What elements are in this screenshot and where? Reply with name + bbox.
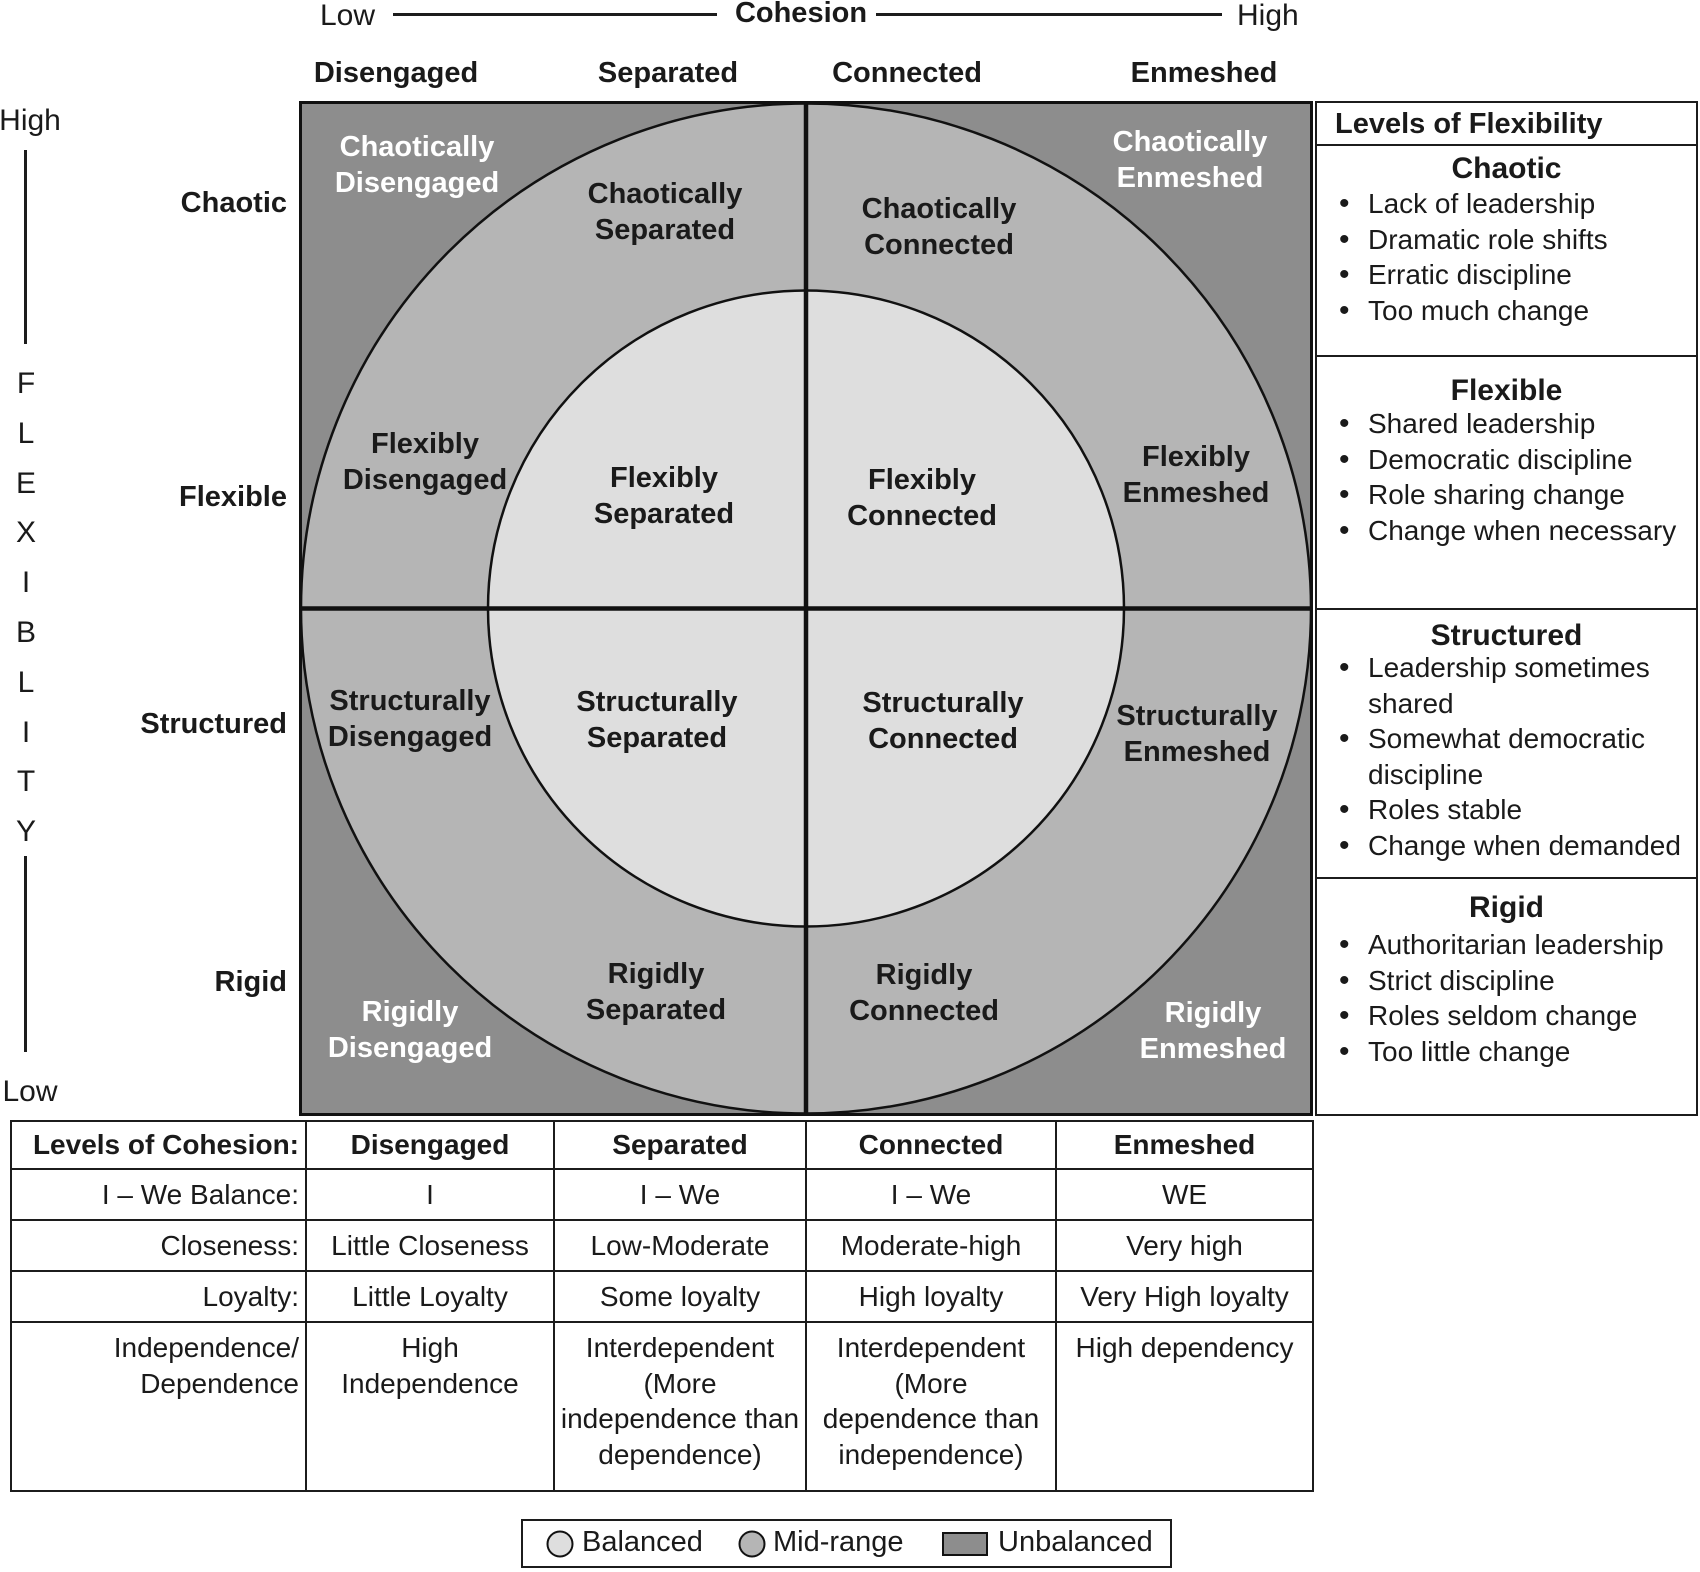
svg-text:Balanced: Balanced — [582, 1526, 703, 1558]
svg-text:Mid-range: Mid-range — [773, 1526, 904, 1558]
svg-text:Unbalanced: Unbalanced — [998, 1526, 1153, 1558]
